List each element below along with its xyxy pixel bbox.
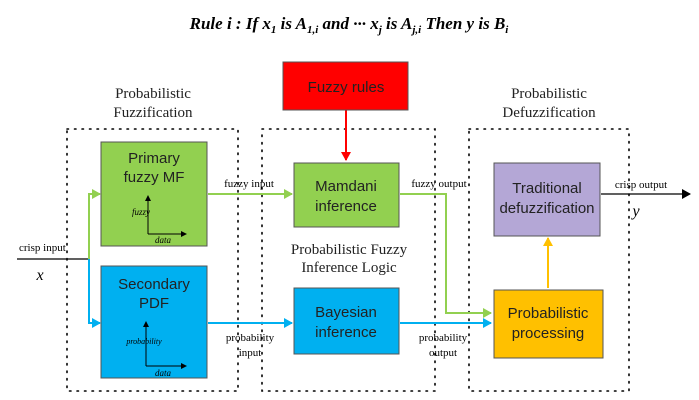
probability-output-label-line2: output [429, 347, 457, 359]
crisp-input-label: crisp input [19, 242, 66, 254]
input-to-primary-arrow [88, 189, 101, 259]
mamdani-label-line2: inference [315, 198, 377, 215]
traditional-defuzz-block [493, 162, 601, 237]
crisp-output-label: crisp output [615, 179, 667, 191]
primary-mf-xlabel: data [155, 235, 172, 245]
rule-is2: is [382, 14, 401, 33]
fuzzy-rules-label: Fuzzy rules [308, 79, 385, 96]
rule-aj: A [400, 14, 412, 33]
probability-input-label-line2: input [239, 347, 262, 359]
bayesian-label-line1: Bayesian [315, 304, 377, 321]
rule-and: and ··· [318, 14, 370, 33]
primary-mf-block [100, 141, 208, 247]
y-label: y [630, 203, 640, 220]
fuzzification-label-line2: Fuzzification [113, 105, 193, 121]
secondary-pdf-block [100, 265, 208, 379]
rule-b: B [493, 14, 505, 33]
rule-aj-sub: j,i [410, 24, 422, 36]
mamdani-label-line1: Mamdani [315, 178, 377, 195]
fuzzy-input-label: fuzzy input [224, 178, 274, 190]
secondary-pdf-ylabel: probability [125, 337, 162, 346]
mamdani-block [293, 162, 400, 228]
rule-then: Then y is [421, 14, 494, 33]
probabilistic-processing-block [493, 289, 604, 359]
processing-label-line1: Probabilistic [508, 305, 589, 322]
bayesian-label-line2: inference [315, 324, 377, 341]
probability-input-label-line1: probability [226, 332, 275, 344]
rule-prefix: Rule i : If [189, 14, 263, 33]
probability-output-label-line1: probability [419, 332, 468, 344]
rule-x1-sub: 1 [271, 24, 277, 36]
rule-a1: A [295, 14, 307, 33]
defuzzification-region [468, 128, 630, 392]
rule-x1: x [261, 14, 271, 33]
x-label: x [35, 267, 43, 284]
defuzzification-label-line2: Defuzzification [502, 105, 596, 121]
primary-mf-ylabel: fuzzy [132, 207, 150, 217]
secondary-pdf-label-line1: Secondary [118, 276, 190, 293]
fuzzy-output-label: fuzzy output [411, 178, 466, 190]
primary-mf-label-line1: Primary [128, 150, 180, 167]
fuzzy-rules-block [282, 61, 409, 111]
inference-label-line2: Inference Logic [301, 260, 397, 276]
rule-xj-sub: j [377, 24, 383, 36]
primary-mf-label-line2: fuzzy MF [124, 169, 185, 186]
secondary-pdf-axes [143, 321, 187, 369]
input-to-secondary-arrow [88, 259, 101, 328]
rule-formula: Rule i : If x1 is A1,i and ··· xj is Aj,… [189, 14, 510, 36]
rule-b-sub: i [505, 24, 509, 36]
bayesian-block [293, 287, 400, 355]
traditional-label-line1: Traditional [512, 180, 581, 197]
secondary-pdf-label-line2: PDF [139, 295, 169, 312]
fuzzy-output-arrow [400, 193, 492, 318]
rule-is1: is [276, 14, 295, 33]
inference-label-line1: Probabilistic Fuzzy [291, 242, 408, 258]
rule-a1-sub: 1,i [307, 24, 319, 36]
processing-label-line2: processing [512, 325, 585, 342]
fuzzification-region [66, 128, 239, 392]
secondary-pdf-xlabel: data [155, 368, 172, 378]
primary-mf-axes [145, 195, 187, 237]
rule-xj: x [369, 14, 379, 33]
traditional-label-line2: defuzzification [499, 200, 594, 217]
fuzzification-label-line1: Probabilistic [115, 86, 191, 102]
defuzzification-label-line1: Probabilistic [511, 86, 587, 102]
